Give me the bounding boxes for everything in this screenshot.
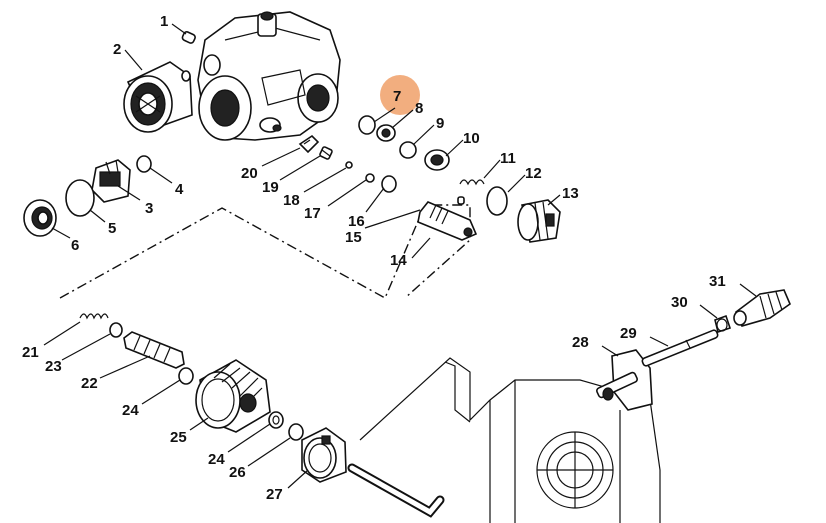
- label-part-5: 5: [108, 220, 116, 237]
- label-part-23: 23: [45, 358, 62, 375]
- group-outline: [59, 204, 471, 299]
- frame-housing: [359, 357, 661, 523]
- hose-inner: [349, 465, 443, 516]
- label-part-14: 14: [390, 252, 407, 269]
- part-12-o-ring: [486, 186, 508, 216]
- leader-lines: [43, 23, 757, 489]
- part-1-pin: [181, 31, 196, 44]
- part-17-ring: [365, 173, 375, 183]
- label-part-10: 10: [463, 130, 480, 147]
- label-part-25: 25: [170, 429, 187, 446]
- highlight-marker: [380, 75, 420, 115]
- part-29-rod: [641, 329, 719, 367]
- part-22-piston: [123, 331, 185, 369]
- label-part-21: 21: [22, 344, 39, 361]
- label-part-9: 9: [436, 115, 444, 132]
- label-part-16: 16: [348, 213, 365, 230]
- part-31-fitting: [733, 289, 791, 327]
- label-part-29: 29: [620, 325, 637, 342]
- part-8-washer: [376, 124, 396, 142]
- label-part-24b: 24: [208, 451, 225, 468]
- part-11-spring: [459, 179, 485, 186]
- label-part-18: 18: [283, 192, 300, 209]
- part-25-gear: [195, 359, 271, 433]
- part-23-o-ring: [109, 322, 123, 338]
- label-part-22: 22: [81, 375, 98, 392]
- part-9-ball: [399, 141, 417, 159]
- part-28-plate: [596, 349, 653, 411]
- label-part-15: 15: [345, 229, 362, 246]
- part-4-o-ring: [136, 155, 152, 173]
- part-3-valve: [91, 159, 131, 203]
- part-26-o-ring: [288, 423, 304, 441]
- part-24a-washer: [178, 367, 194, 385]
- part-6-plug: [23, 199, 57, 237]
- label-part-19: 19: [262, 179, 279, 196]
- label-part-26: 26: [229, 464, 246, 481]
- label-part-1: 1: [160, 13, 168, 30]
- label-part-30: 30: [671, 294, 688, 311]
- label-part-31: 31: [709, 273, 726, 290]
- part-7-o-ring: [358, 115, 376, 135]
- label-part-12: 12: [525, 165, 542, 182]
- label-part-8: 8: [415, 100, 423, 117]
- part-24b-washer: [268, 411, 284, 429]
- label-part-17: 17: [304, 205, 321, 222]
- part-16-o-ring: [381, 175, 397, 193]
- label-part-24a: 24: [122, 402, 139, 419]
- part-10-seat: [424, 149, 450, 171]
- part-18-ball: [345, 161, 353, 169]
- part-30-clip: [714, 314, 732, 334]
- label-part-11: 11: [500, 150, 516, 167]
- label-part-7: 7: [393, 88, 401, 105]
- label-part-2: 2: [113, 41, 121, 58]
- label-part-28: 28: [572, 334, 589, 351]
- label-part-13: 13: [562, 185, 579, 202]
- part-20-fitting: [298, 134, 320, 154]
- label-part-27: 27: [266, 486, 283, 503]
- label-part-6: 6: [71, 237, 79, 254]
- part-2-cap: [123, 61, 193, 133]
- part-21-spring: [79, 313, 109, 320]
- part-19-screw: [319, 146, 333, 160]
- pump-housing: [197, 11, 341, 141]
- label-part-3: 3: [145, 200, 153, 217]
- label-part-4: 4: [175, 181, 184, 198]
- part-14-insert: [417, 196, 478, 241]
- part-13-plug: [517, 199, 561, 243]
- part-labels: 1 2 3 4 5 6 7 8 9 10 11 12 13 14 15 16 1…: [22, 13, 726, 503]
- part-27-cam: [301, 427, 347, 483]
- label-part-20: 20: [241, 165, 258, 182]
- part-5-o-ring: [65, 179, 95, 217]
